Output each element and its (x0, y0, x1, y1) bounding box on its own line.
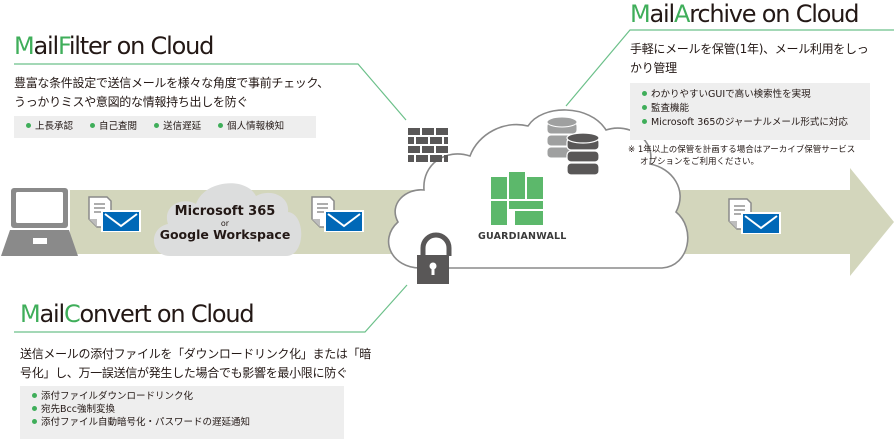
mailconvert-leader-line (14, 284, 408, 333)
feature-item: 添付ファイルダウンロードリンク化 (32, 390, 344, 403)
feature-item: わかりやすいGUIで高い検索性を実現 (642, 88, 870, 102)
mailarchive-description: 手軽にメールを保管(1年)、メール利用をしっ かり管理 (630, 42, 869, 75)
cloud-label-microsoft: Microsoft 365 (174, 204, 276, 219)
lock-icon (417, 232, 452, 284)
cloud-label-google: Google Workspace (159, 227, 291, 242)
mailarchive-section: MailArchive on Cloud (630, 0, 859, 28)
guardianwall-logo-icon (491, 172, 543, 225)
mailfilter-description: 豊富な条件設定で送信メールを様々な角度で事前チェック、 うっかりミスや意図的な情… (14, 76, 329, 109)
mailconvert-feature-list: 添付ファイルダウンロードリンク化 宛先Bcc強制変換 添付ファイル自動暗号化・パ… (20, 386, 344, 439)
mailfilter-feature-list: 上長承認 自己査閲 送信遅延 個人情報検知 (14, 116, 316, 138)
mailarchive-leader-line (565, 29, 894, 107)
mailconvert-section: MailConvert on Cloud (20, 300, 255, 328)
firewall-icon (408, 128, 448, 162)
guardianwall-logo-text: GUARDIANWALL (478, 231, 567, 242)
feature-item: 上長承認 (26, 116, 73, 138)
mail-document-icon (311, 196, 364, 232)
feature-item: 送信遅延 (154, 116, 201, 138)
database-icon (546, 116, 600, 176)
cloud-label-or: or (220, 219, 230, 228)
cloud-service-label: Microsoft 365 or Google Workspace (150, 205, 300, 242)
mailfilter-title: MailFilter on Cloud (14, 32, 214, 60)
mailfilter-leader-line (14, 63, 407, 121)
mail-document-icon (88, 196, 141, 232)
mail-document-icon (728, 198, 781, 234)
mailconvert-description: 送信メールの添付ファイルを「ダウンロードリンク化」または「暗 号化」し、万一誤送… (20, 347, 372, 380)
mailarchive-title: MailArchive on Cloud (630, 0, 859, 28)
feature-item: 添付ファイル自動暗号化・パスワードの遅延通知 (32, 416, 344, 429)
laptop-icon (1, 188, 78, 256)
mailarchive-note: ※ 1年以上の保管を計画する場合はアーカイブ保管サービス オプションをご利用くだ… (628, 145, 856, 167)
feature-item: Microsoft 365のジャーナルメール形式に対応 (642, 116, 870, 130)
mailarchive-feature-list: わかりやすいGUIで高い検索性を実現 監査機能 Microsoft 365のジャ… (630, 83, 870, 140)
feature-item: 宛先Bcc強制変換 (32, 403, 344, 416)
mailfilter-section: MailFilter on Cloud (14, 32, 214, 60)
microsoft-google-cloud (153, 183, 302, 256)
feature-item: 個人情報検知 (218, 116, 284, 138)
feature-item: 監査機能 (642, 102, 870, 116)
feature-item: 自己査閲 (90, 116, 137, 138)
mailconvert-title: MailConvert on Cloud (20, 300, 255, 328)
